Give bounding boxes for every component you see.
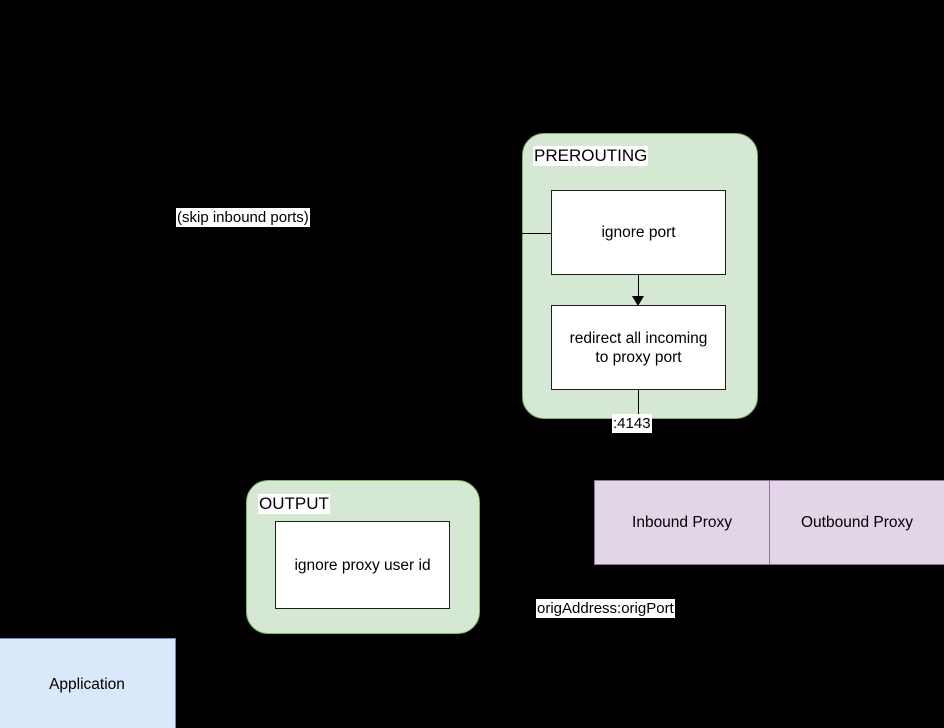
node-application[interactable]: Application — [0, 638, 176, 728]
node-ignore-port[interactable]: ignore port — [551, 190, 726, 275]
node-application-label: Application — [49, 675, 125, 693]
edge-ignore-port-to-redirect — [638, 275, 639, 300]
node-redirect-line-1: redirect all incoming — [569, 329, 708, 347]
node-outbound-proxy-label: Outbound Proxy — [800, 514, 913, 531]
edge-label-orig-address-port: origAddress:origPort — [536, 599, 675, 618]
node-inbound-proxy[interactable]: Inbound Proxy — [594, 480, 770, 565]
edge-label-skip-inbound-ports: (skip inbound ports) — [176, 208, 310, 227]
node-redirect-all-incoming[interactable]: redirect all incoming to proxy port — [551, 305, 726, 390]
node-redirect-line-2: to proxy port — [595, 348, 682, 366]
node-ignore-port-label: ignore port — [601, 224, 676, 241]
edge-skip-inbound-ports — [519, 233, 552, 234]
group-output-title: OUTPUT — [258, 494, 330, 514]
node-outbound-proxy[interactable]: Outbound Proxy — [769, 480, 944, 565]
node-ignore-proxy-user-id-label: ignore proxy user id — [294, 556, 431, 574]
node-redirect-all-incoming-label: redirect all incoming to proxy port — [570, 329, 708, 367]
node-ignore-proxy-user-id[interactable]: ignore proxy user id — [275, 521, 450, 609]
arrowhead-ignore-port-to-redirect — [632, 296, 644, 306]
edge-label-proxy-port: :4143 — [612, 414, 652, 433]
group-prerouting-title: PREROUTING — [533, 146, 649, 166]
edge-redirect-to-proxy-port — [638, 390, 639, 430]
node-inbound-proxy-label: Inbound Proxy — [632, 514, 732, 531]
